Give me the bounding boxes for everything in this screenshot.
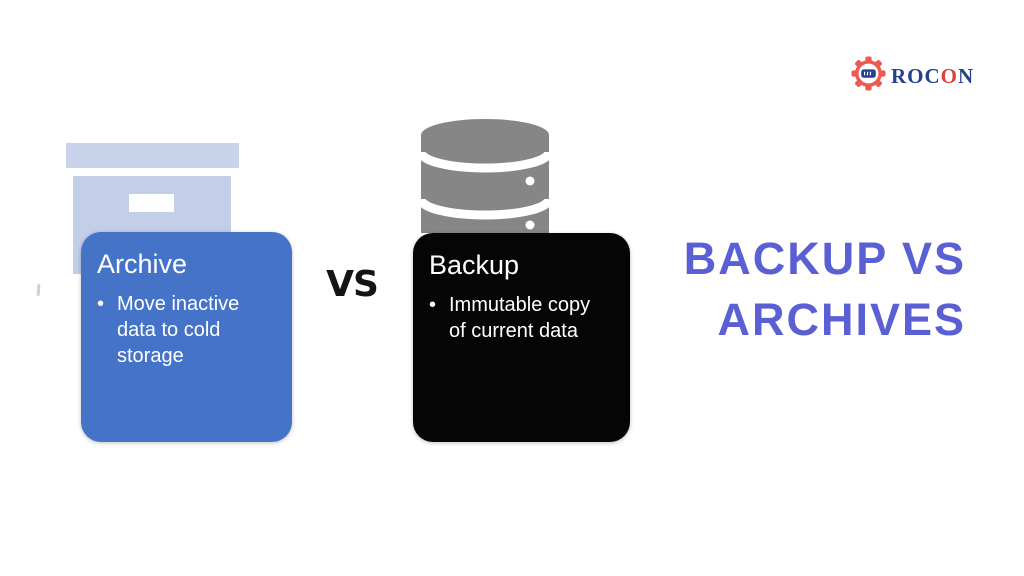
archive-box-label	[129, 194, 174, 212]
gear-icon	[851, 56, 886, 96]
archive-card-bullet: • Move inactive data to cold storage	[97, 291, 278, 369]
brand-name-part2: O	[940, 63, 959, 88]
bullet-dot: •	[429, 294, 437, 316]
backup-card-bullet: • Immutable copy of current data	[429, 292, 616, 344]
backup-card-title: Backup	[429, 250, 520, 280]
backup-card-bullet-text: Immutable copy of current data	[449, 294, 591, 342]
brand-name-part1: ROC	[891, 63, 941, 88]
page-title: BACKUP VS ARCHIVES	[684, 228, 966, 350]
page-title-line1: BACKUP VS	[683, 233, 966, 284]
brand-logo: ROCON	[851, 56, 974, 96]
stray-mark	[36, 283, 41, 297]
database-icon	[416, 118, 554, 233]
brand-name-part3: N	[958, 63, 975, 88]
vs-label: VS	[326, 264, 379, 305]
archive-card-bullet-text: Move inactive data to cold storage	[117, 293, 240, 367]
archive-card: Archive • Move inactive data to cold sto…	[81, 232, 292, 442]
archive-box-lid	[66, 143, 239, 168]
page-title-line2: ARCHIVES	[717, 294, 966, 345]
backup-card: Backup • Immutable copy of current data	[413, 233, 630, 442]
archive-card-title: Archive	[97, 249, 188, 279]
bullet-dot: •	[97, 293, 105, 315]
brand-name: ROCON	[891, 63, 975, 88]
